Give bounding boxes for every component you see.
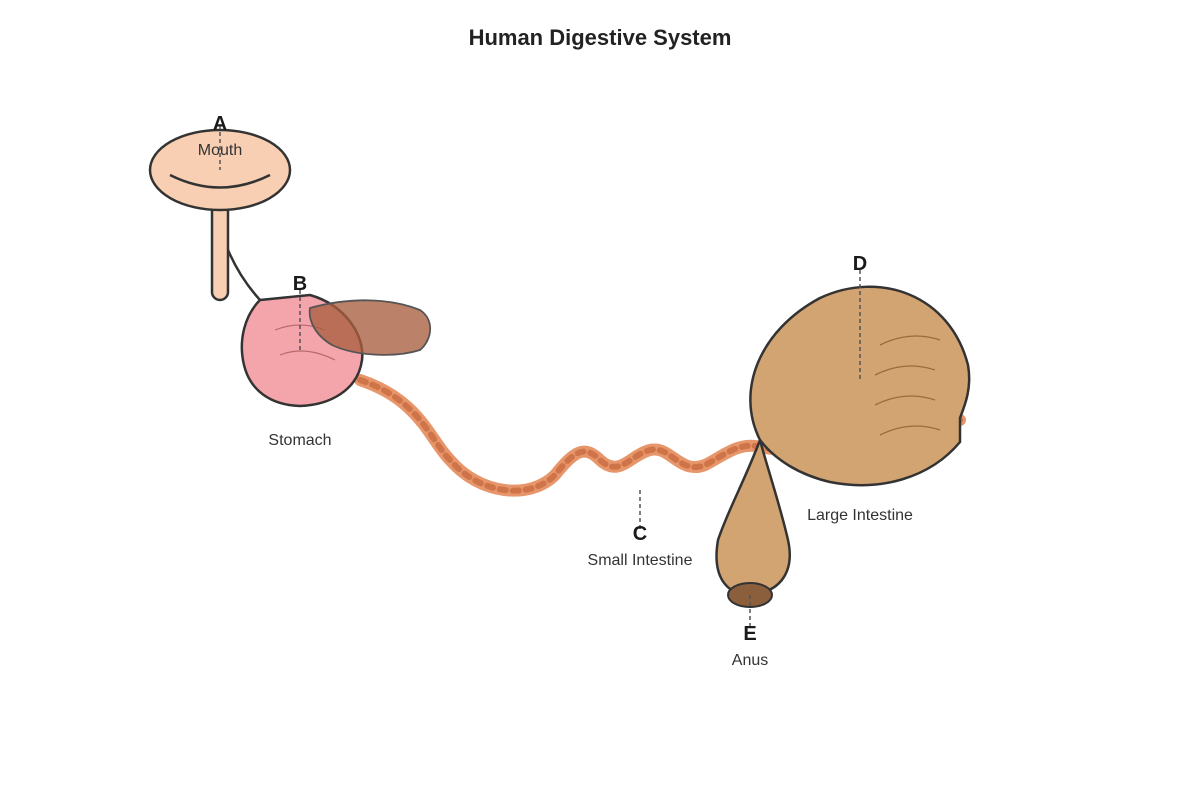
label-large-intestine: Large Intestine — [807, 507, 913, 524]
liver-shape — [308, 299, 432, 356]
mouth-lip-line — [169, 173, 271, 189]
marker-b: B — [293, 273, 307, 295]
label-anus: Anus — [732, 652, 768, 669]
marker-e: E — [743, 623, 756, 645]
marker-d: D — [853, 253, 867, 275]
rectum-shape — [715, 435, 791, 596]
label-mouth: Mouth — [198, 142, 242, 159]
large-intestine-fold-2 — [874, 365, 936, 376]
large-intestine-shape — [749, 285, 971, 487]
esophagus — [210, 198, 230, 302]
label-stomach: Stomach — [268, 432, 331, 449]
label-small-intestine: Small Intestine — [588, 552, 693, 569]
large-intestine-fold-3 — [874, 395, 936, 406]
stomach-fold-2 — [279, 350, 336, 361]
diagram-title: Human Digestive System — [469, 25, 732, 50]
large-intestine-fold-1 — [879, 335, 941, 346]
large-intestine-fold-4 — [879, 425, 941, 436]
esophagus-connector — [226, 249, 261, 301]
marker-a: A — [213, 113, 227, 135]
marker-c: C — [633, 523, 647, 545]
